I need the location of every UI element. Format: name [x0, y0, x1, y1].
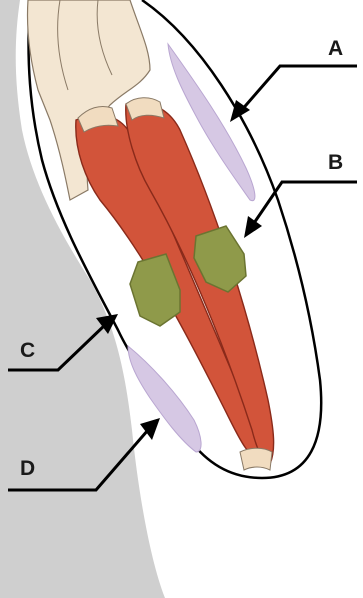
label-b: B [328, 152, 343, 173]
tendon-bottom [240, 448, 272, 470]
pointer-a [240, 66, 357, 112]
label-d: D [20, 458, 35, 479]
label-c: C [20, 340, 35, 361]
label-a: A [328, 38, 343, 59]
